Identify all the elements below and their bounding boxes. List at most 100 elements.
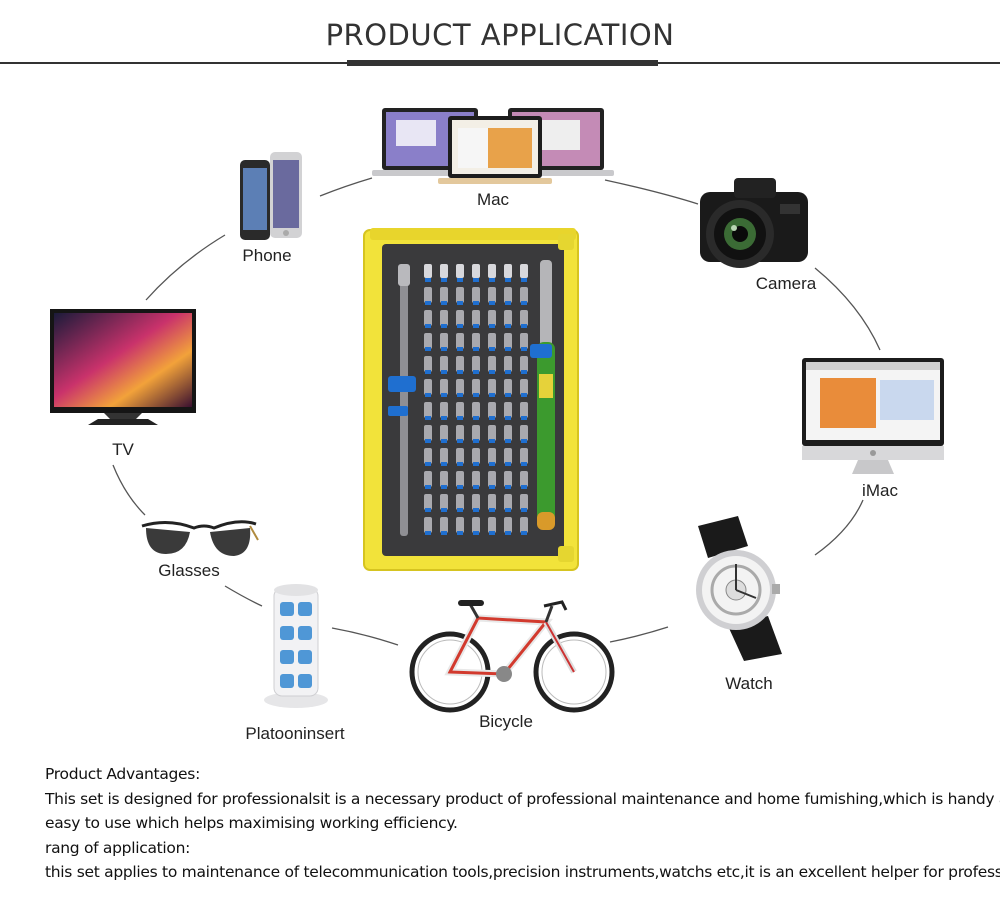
bit <box>488 310 496 326</box>
bit <box>472 494 480 510</box>
bit-holder <box>521 416 527 420</box>
bit <box>488 333 496 349</box>
bit-holder <box>457 347 463 351</box>
imac-label: iMac <box>862 481 898 500</box>
bit-holder <box>473 416 479 420</box>
bit <box>424 448 432 464</box>
bit <box>456 471 464 487</box>
bit-holder <box>425 301 431 305</box>
bit-holder <box>489 485 495 489</box>
bit <box>504 264 512 278</box>
bit-holder <box>457 508 463 512</box>
bit-holder <box>505 370 511 374</box>
bit <box>472 356 480 372</box>
bit-holder <box>521 324 527 328</box>
bit-holder <box>457 462 463 466</box>
bit <box>440 379 448 395</box>
bit-holder <box>489 531 495 535</box>
monitor-icon <box>800 356 946 478</box>
bit <box>488 264 496 278</box>
bit-holder <box>473 462 479 466</box>
bit <box>456 425 464 441</box>
bicycle-icon <box>406 596 618 714</box>
bit-holder <box>505 462 511 466</box>
bit-holder <box>457 485 463 489</box>
bit <box>520 379 528 395</box>
bit-holder <box>521 531 527 535</box>
bit <box>456 517 464 533</box>
bit <box>440 356 448 372</box>
bit-holder <box>473 393 479 397</box>
bit-holder <box>489 301 495 305</box>
bit-holder <box>521 439 527 443</box>
bit <box>520 471 528 487</box>
bit <box>504 356 512 372</box>
bit-holder <box>473 324 479 328</box>
bit-holder <box>521 462 527 466</box>
bit <box>424 287 432 303</box>
bit <box>488 287 496 303</box>
application-heading: rang of application: <box>45 838 191 857</box>
toolkit-image <box>362 224 584 574</box>
bicycle-label: Bicycle <box>479 712 533 731</box>
bit-holder <box>425 485 431 489</box>
bit <box>424 356 432 372</box>
bit <box>520 264 528 278</box>
bit-holder <box>457 370 463 374</box>
bit <box>504 287 512 303</box>
bit-holder <box>441 485 447 489</box>
bit <box>504 471 512 487</box>
bit-holder <box>473 278 479 282</box>
title-underline-bar <box>347 60 658 66</box>
bit <box>456 333 464 349</box>
tv-label: TV <box>112 440 134 459</box>
tv-icon <box>48 307 198 429</box>
bit-holder <box>441 301 447 305</box>
laptop-icon <box>370 104 616 186</box>
bit-holder <box>489 416 495 420</box>
bit <box>472 264 480 278</box>
bit <box>440 264 448 278</box>
bit <box>520 517 528 533</box>
bit <box>520 494 528 510</box>
bit-holder <box>489 278 495 282</box>
bit <box>424 310 432 326</box>
bit <box>488 356 496 372</box>
bit <box>456 448 464 464</box>
watch-label: Watch <box>725 674 773 693</box>
bit <box>440 448 448 464</box>
bit <box>488 494 496 510</box>
bit-holder <box>441 416 447 420</box>
bit-holder <box>473 347 479 351</box>
bit <box>520 448 528 464</box>
advantages-line-1: This set is designed for professionalsit… <box>45 789 1000 808</box>
bit-holder <box>457 301 463 305</box>
glasses-icon <box>138 514 260 564</box>
bit <box>488 402 496 418</box>
bit <box>472 333 480 349</box>
bit-holder <box>441 462 447 466</box>
bit <box>520 287 528 303</box>
bit <box>504 333 512 349</box>
bit-holder <box>521 508 527 512</box>
bit-holder <box>457 278 463 282</box>
bit <box>472 379 480 395</box>
bit <box>488 425 496 441</box>
bit <box>504 494 512 510</box>
bit-holder <box>489 370 495 374</box>
bit <box>456 287 464 303</box>
bit-holder <box>457 393 463 397</box>
bit-holder <box>521 370 527 374</box>
bit-holder <box>505 531 511 535</box>
bit <box>424 402 432 418</box>
advantages-line-2: easy to use which helps maximising worki… <box>45 814 458 832</box>
bit <box>424 494 432 510</box>
bit <box>504 310 512 326</box>
bit-holder <box>473 485 479 489</box>
bit-holder <box>505 508 511 512</box>
bit-holder <box>441 324 447 328</box>
bit-holder <box>441 347 447 351</box>
bit-holder <box>505 301 511 305</box>
bit-holder <box>473 439 479 443</box>
